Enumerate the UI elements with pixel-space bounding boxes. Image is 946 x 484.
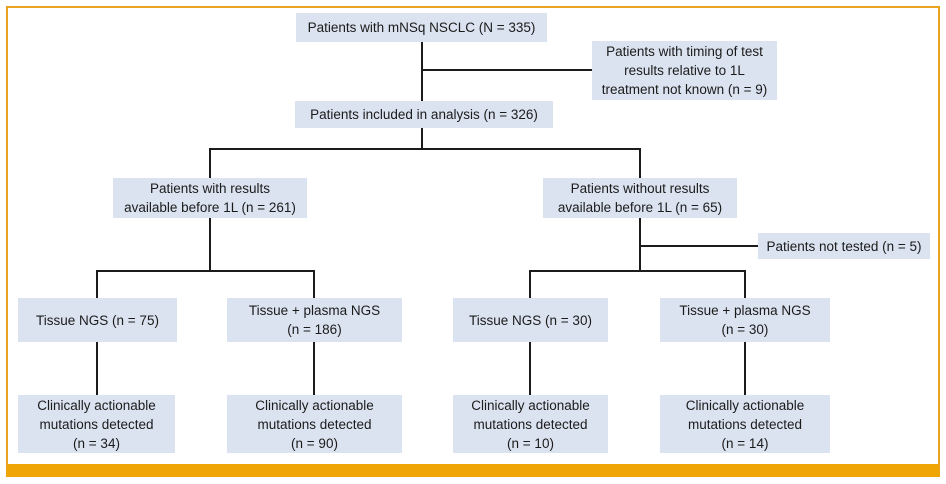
flow-node-results-before-1l: Patients with results available before 1…	[113, 178, 307, 218]
connector-right-sub-split	[529, 270, 746, 272]
flow-node-total-patients: Patients with mNSq NSCLC (N = 335)	[296, 13, 547, 42]
flow-node-excluded-timing-unknown: Patients with timing of test results rel…	[592, 41, 777, 100]
connector-down-tissue-30	[529, 270, 531, 298]
connector-root-to-analysis	[421, 42, 423, 101]
connector-tp186-to-actionable	[313, 342, 315, 395]
flow-node-actionable-mutations-34: Clinically actionable mutations detected…	[18, 395, 175, 453]
connector-to-not-tested	[639, 245, 758, 247]
connector-to-excluded	[421, 69, 592, 71]
flow-node-no-results-before-1l: Patients without results available befor…	[543, 178, 737, 218]
connector-tissue30-to-actionable	[529, 342, 531, 395]
connector-first-split	[209, 148, 641, 150]
flow-node-tissue-ngs-30: Tissue NGS (n = 30)	[453, 298, 608, 342]
flow-node-not-tested: Patients not tested (n = 5)	[758, 233, 930, 259]
connector-split-right-down	[639, 148, 641, 178]
flow-node-actionable-mutations-10: Clinically actionable mutations detected…	[453, 395, 608, 453]
connector-down-tissue-plasma-30	[744, 270, 746, 298]
connector-analysis-down	[421, 128, 423, 149]
flow-node-actionable-mutations-90: Clinically actionable mutations detected…	[227, 395, 402, 453]
flow-node-tissue-plasma-ngs-30: Tissue + plasma NGS (n = 30)	[660, 298, 830, 342]
flow-node-actionable-mutations-14: Clinically actionable mutations detected…	[660, 395, 830, 453]
connector-without-results-down	[639, 218, 641, 271]
flow-node-included-in-analysis: Patients included in analysis (n = 326)	[295, 101, 553, 128]
connector-split-left-down	[209, 148, 211, 178]
flow-node-tissue-ngs-75: Tissue NGS (n = 75)	[18, 298, 177, 342]
connector-with-results-down	[209, 218, 211, 271]
figure-frame-border	[6, 6, 940, 477]
flow-node-tissue-plasma-ngs-186: Tissue + plasma NGS (n = 186)	[227, 298, 402, 342]
connector-tp30-to-actionable	[744, 342, 746, 395]
connector-down-tissue-75	[96, 270, 98, 298]
connector-tissue75-to-actionable	[96, 342, 98, 395]
connector-down-tissue-plasma-186	[313, 270, 315, 298]
connector-left-sub-split	[96, 270, 315, 272]
